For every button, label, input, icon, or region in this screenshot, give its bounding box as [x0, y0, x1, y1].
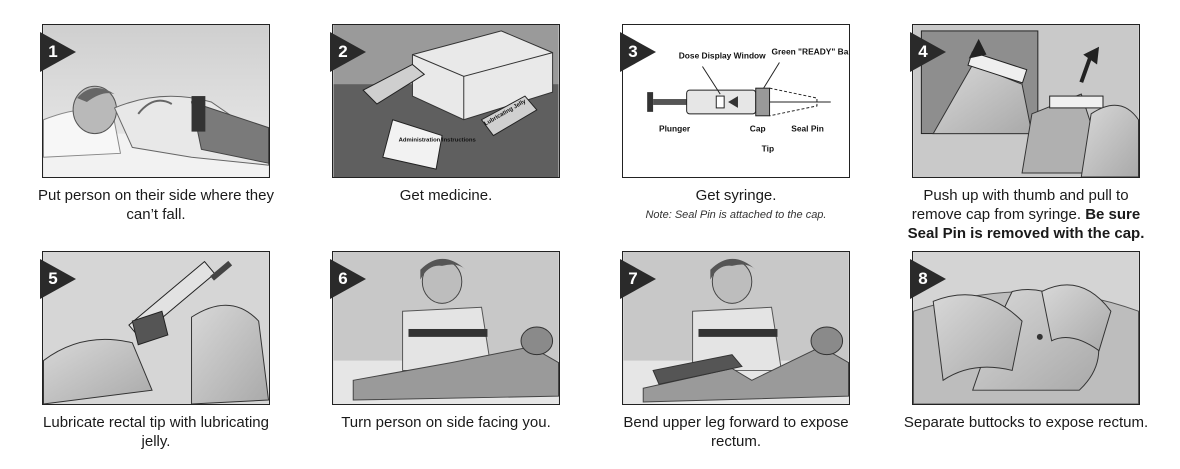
svg-text:Seal Pin: Seal Pin: [791, 124, 824, 134]
step-number-badge: 8: [910, 259, 946, 299]
remove-cap-illustration: [913, 25, 1139, 177]
svg-text:Administration Instructions: Administration Instructions: [399, 137, 477, 143]
svg-text:Cap: Cap: [750, 124, 766, 134]
step-8-illustration: [912, 251, 1140, 405]
step-2-illustration: Administration Instructions Lubricating …: [332, 24, 560, 178]
step-4-illustration: [912, 24, 1140, 178]
step-caption: Get medicine.: [399, 187, 493, 204]
step-caption: Get syringe.: [695, 187, 777, 204]
step-number-badge: 7: [620, 259, 656, 299]
svg-text:Green "READY" Band: Green "READY" Band: [772, 47, 849, 57]
step-6-illustration: [332, 251, 560, 405]
step-number: 8: [918, 269, 928, 288]
step-5-illustration: [42, 251, 270, 405]
bend-leg-illustration: [623, 252, 849, 404]
step-number-badge: 4: [910, 32, 946, 72]
step-number: 5: [48, 269, 58, 288]
person-lying-on-side-illustration: [43, 25, 269, 177]
step-number-badge: 2: [330, 32, 366, 72]
separate-buttocks-illustration: [913, 252, 1139, 404]
lubricate-tip-illustration: [43, 252, 269, 404]
step-number: 7: [628, 269, 638, 288]
step-number: 2: [338, 42, 348, 61]
turn-person-illustration: [333, 252, 559, 404]
step-number: 6: [338, 269, 348, 288]
step-number-badge: 1: [40, 32, 76, 72]
step-number: 3: [628, 42, 638, 61]
step-note: Note: Seal Pin is attached to the cap.: [645, 209, 827, 221]
step-3-illustration: Dose Display Window Green "READY" Band P…: [622, 24, 850, 178]
step-number-badge: 3: [620, 32, 656, 72]
step-number: 4: [918, 42, 928, 61]
svg-text:Dose Display Window: Dose Display Window: [679, 51, 766, 61]
step-caption: Lubricate rectal tip with lubricating je…: [43, 414, 269, 450]
step-1-illustration: [42, 24, 270, 178]
step-7-illustration: [622, 251, 850, 405]
medicine-package-illustration: Administration Instructions Lubricating …: [333, 25, 559, 177]
step-number-badge: 5: [40, 259, 76, 299]
svg-text:Tip: Tip: [762, 143, 774, 153]
step-caption: Bend upper leg forward to expose rectum.: [623, 414, 849, 450]
syringe-diagram: Dose Display Window Green "READY" Band P…: [647, 47, 849, 153]
step-caption: Push up with thumb and pull to remove ca…: [907, 187, 1145, 242]
step-number: 1: [48, 42, 58, 61]
step-number-badge: 6: [330, 259, 366, 299]
svg-text:Plunger: Plunger: [659, 124, 691, 134]
step-caption: Put person on their side where they can’…: [38, 187, 274, 223]
step-caption: Turn person on side facing you.: [341, 414, 551, 431]
step-caption: Separate buttocks to expose rectum.: [903, 414, 1149, 431]
